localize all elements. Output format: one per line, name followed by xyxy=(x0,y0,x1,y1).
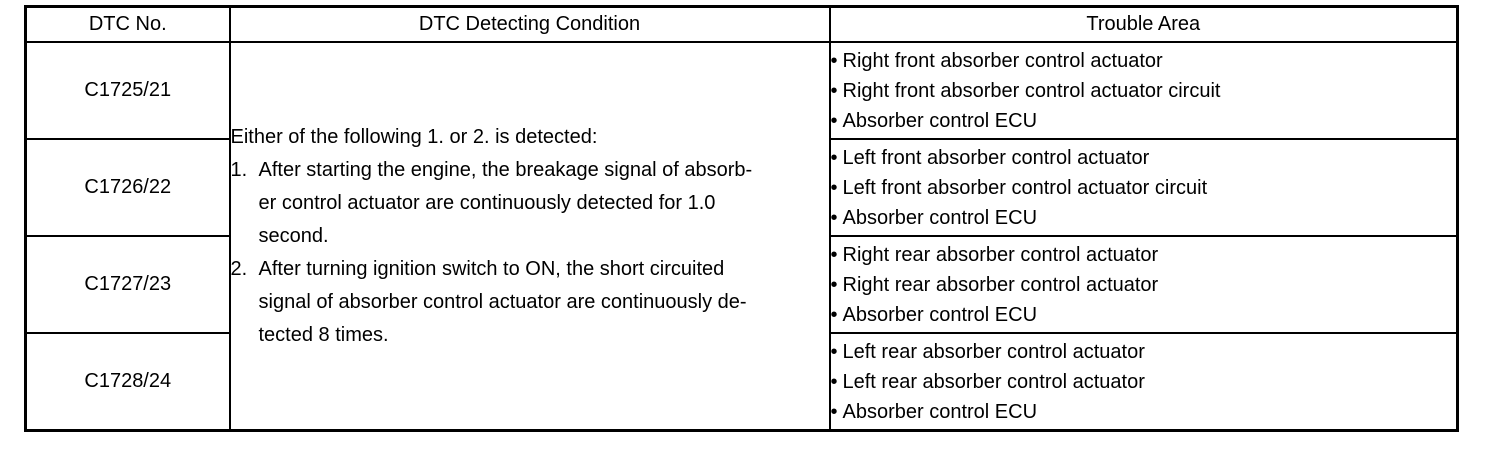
trouble-area-list: •Right front absorber control actuator •… xyxy=(831,46,1457,136)
table-row: C1726/22 •Left front absorber control ac… xyxy=(24,138,1459,237)
bullet-icon: • xyxy=(830,340,838,363)
condition-number: 2. xyxy=(230,257,248,280)
list-item: •Absorber control ECU xyxy=(831,397,1457,427)
trouble-area-text: Left front absorber control actuator xyxy=(842,146,1150,169)
list-item: •Right front absorber control actuator c… xyxy=(831,76,1457,106)
trouble-area-text: Right front absorber control actuator xyxy=(842,49,1163,72)
bullet-icon: • xyxy=(830,79,838,102)
condition-text: After turning ignition switch to ON, the… xyxy=(259,253,829,352)
trouble-area-list: •Left rear absorber control actuator •Le… xyxy=(831,337,1457,427)
condition-item: 1. After starting the engine, the breaka… xyxy=(231,154,829,253)
bullet-icon: • xyxy=(830,176,838,199)
bullet-icon: • xyxy=(830,303,838,326)
dtc-code: C1728/24 xyxy=(24,332,231,432)
trouble-area-text: Left rear absorber control actuator xyxy=(842,370,1145,393)
trouble-area-text: Left front absorber control actuator cir… xyxy=(842,176,1208,199)
list-item: •Absorber control ECU xyxy=(831,106,1457,136)
condition-line: After starting the engine, the breakage … xyxy=(258,158,753,181)
list-item: •Left front absorber control actuator ci… xyxy=(831,173,1457,203)
list-item: •Right rear absorber control actuator xyxy=(831,240,1457,270)
dtc-code: C1725/21 xyxy=(24,41,231,140)
table-row: C1725/21 Either of the following 1. or 2… xyxy=(24,41,1459,432)
trouble-area-text: Absorber control ECU xyxy=(842,206,1038,229)
dtc-code: C1726/22 xyxy=(24,138,231,237)
trouble-area-list: •Left front absorber control actuator •L… xyxy=(831,143,1457,233)
condition-line: tected 8 times. xyxy=(258,323,389,346)
bullet-icon: • xyxy=(830,206,838,229)
trouble-area: •Left rear absorber control actuator •Le… xyxy=(828,332,1459,432)
bullet-icon: • xyxy=(830,400,838,423)
trouble-area-text: Right rear absorber control actuator xyxy=(842,243,1159,266)
bullet-icon: • xyxy=(830,273,838,296)
trouble-area: •Right front absorber control actuator •… xyxy=(828,41,1459,140)
list-item: •Absorber control ECU xyxy=(831,300,1457,330)
condition-line: signal of absorber control actuator are … xyxy=(258,290,747,313)
trouble-area-text: Absorber control ECU xyxy=(842,303,1038,326)
bullet-icon: • xyxy=(830,109,838,132)
trouble-area-text: Right front absorber control actuator ci… xyxy=(842,79,1221,102)
condition-text: After starting the engine, the breakage … xyxy=(259,154,829,253)
condition-list: 1. After starting the engine, the breaka… xyxy=(231,154,829,352)
dtc-code: C1727/23 xyxy=(24,235,231,334)
trouble-area-text: Absorber control ECU xyxy=(842,400,1038,423)
header-row: DTC No. DTC Detecting Condition Trouble … xyxy=(24,5,1459,43)
table-row: C1727/23 •Right rear absorber control ac… xyxy=(24,235,1459,334)
condition-item: 2. After turning ignition switch to ON, … xyxy=(231,253,829,352)
bullet-icon: • xyxy=(830,49,838,72)
list-item: •Right front absorber control actuator xyxy=(831,46,1457,76)
trouble-area: •Right rear absorber control actuator •R… xyxy=(828,235,1459,334)
trouble-area-text: Right rear absorber control actuator xyxy=(842,273,1159,296)
table-row: C1728/24 •Left rear absorber control act… xyxy=(24,332,1459,432)
condition-number: 1. xyxy=(230,158,248,181)
bullet-icon: • xyxy=(830,146,838,169)
condition-line: After turning ignition switch to ON, the… xyxy=(258,257,725,280)
detecting-condition: Either of the following 1. or 2. is dete… xyxy=(228,41,831,432)
header-dtc-no: DTC No. xyxy=(24,5,231,43)
list-item: •Left rear absorber control actuator xyxy=(831,337,1457,367)
dtc-table: DTC No. DTC Detecting Condition Trouble … xyxy=(24,5,1459,432)
trouble-area: •Left front absorber control actuator •L… xyxy=(828,138,1459,237)
bullet-icon: • xyxy=(830,370,838,393)
list-item: •Right rear absorber control actuator xyxy=(831,270,1457,300)
list-item: •Left front absorber control actuator xyxy=(831,143,1457,173)
trouble-area-text: Left rear absorber control actuator xyxy=(842,340,1145,363)
condition-line: er control actuator are continuously det… xyxy=(258,191,716,214)
list-item: •Absorber control ECU xyxy=(831,203,1457,233)
trouble-area-text: Absorber control ECU xyxy=(842,109,1038,132)
condition-line: second. xyxy=(258,224,329,247)
list-item: •Left rear absorber control actuator xyxy=(831,367,1457,397)
trouble-area-list: •Right rear absorber control actuator •R… xyxy=(831,240,1457,330)
header-detecting-condition: DTC Detecting Condition xyxy=(228,5,831,43)
header-trouble-area: Trouble Area xyxy=(828,5,1459,43)
condition-intro: Either of the following 1. or 2. is dete… xyxy=(230,125,598,148)
bullet-icon: • xyxy=(830,243,838,266)
